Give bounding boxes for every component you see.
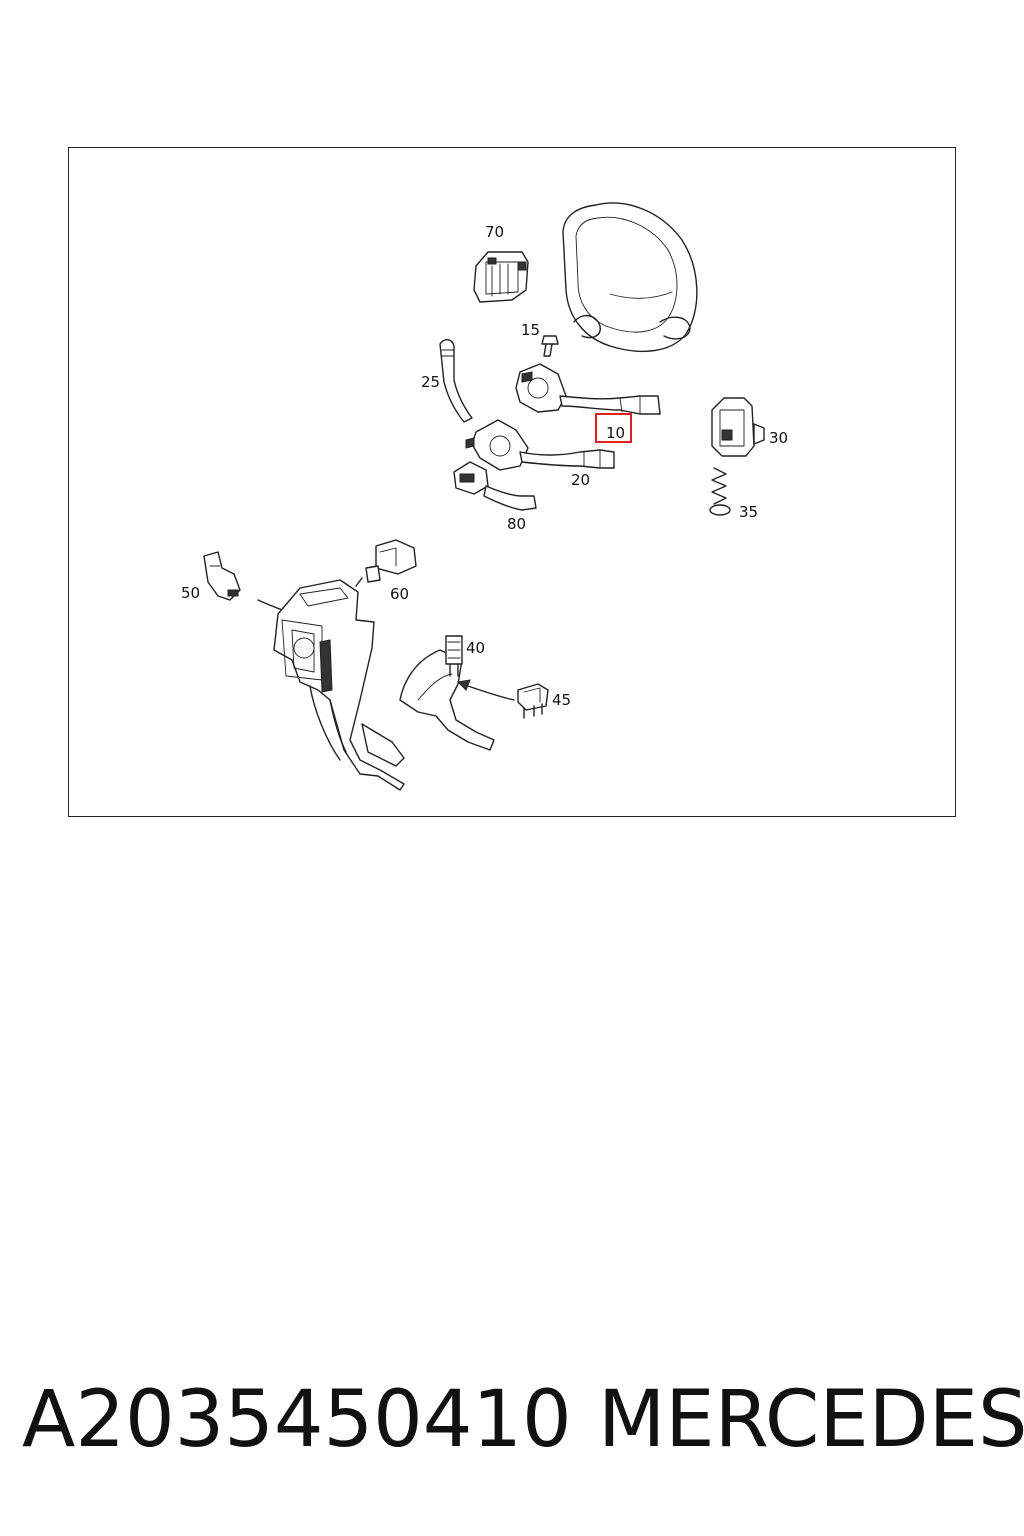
callout-30: 30	[769, 429, 788, 447]
callout-60: 60	[390, 585, 409, 603]
part-20-combination-switch	[465, 419, 615, 471]
callout-70: 70	[485, 223, 504, 241]
part-30-switch	[711, 397, 765, 457]
part-45-clip	[517, 683, 549, 719]
part-60-switch	[355, 539, 417, 587]
pedal-assembly	[273, 579, 405, 791]
part-80-switch	[453, 461, 537, 511]
callout-40: 40	[466, 639, 485, 657]
part-number: A2035450410	[22, 1375, 572, 1465]
part-40-sensor	[445, 635, 463, 677]
arrow-45	[456, 679, 515, 701]
callout-45: 45	[552, 691, 571, 709]
part-35-spring	[709, 467, 731, 516]
callout-10: 10	[606, 424, 625, 442]
steering-wheel	[562, 202, 698, 352]
part-10-combination-switch	[515, 363, 661, 415]
callout-50: 50	[181, 584, 200, 602]
brand-name: MERCEDES	[598, 1375, 1024, 1465]
callout-10-highlight	[595, 413, 632, 443]
accelerator-pedal	[399, 649, 495, 751]
callout-15: 15	[521, 321, 540, 339]
part-15-screw	[541, 335, 559, 357]
callout-35: 35	[739, 503, 758, 521]
part-70-connector	[473, 251, 529, 303]
callout-20: 20	[571, 471, 590, 489]
callout-25: 25	[421, 373, 440, 391]
part-50-sensor	[203, 551, 241, 601]
callout-80: 80	[507, 515, 526, 533]
part-25-cable	[439, 339, 473, 423]
